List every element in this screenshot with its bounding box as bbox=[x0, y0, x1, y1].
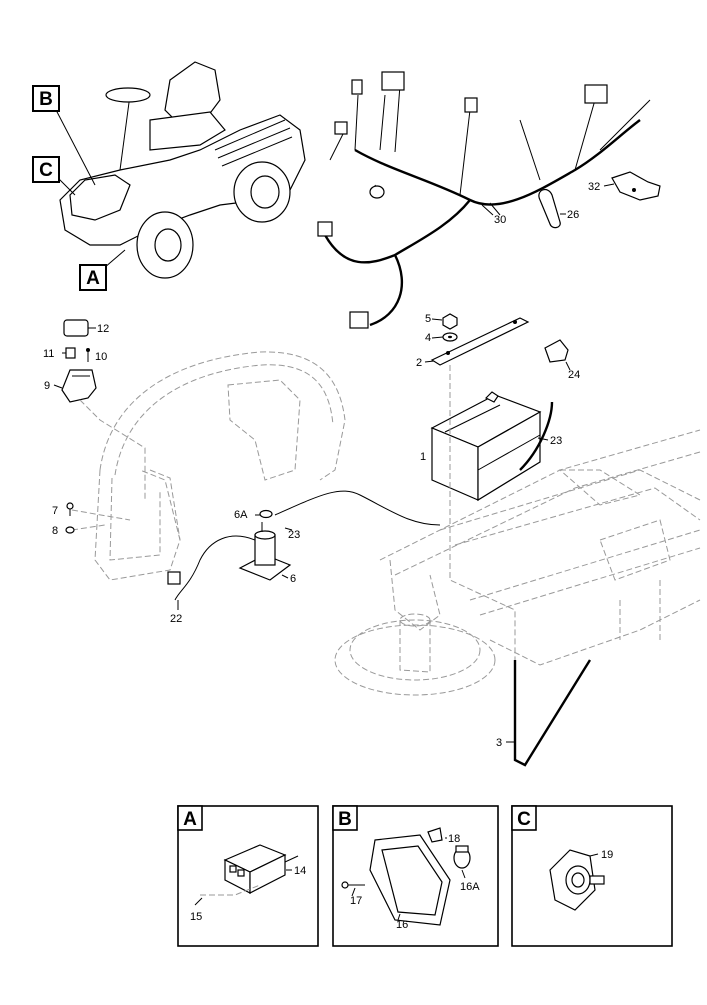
callout-18: 18 bbox=[448, 833, 460, 845]
callout-1: 1 bbox=[420, 451, 426, 463]
detail-panel-A: A bbox=[177, 805, 319, 947]
solenoid-6 bbox=[238, 522, 292, 581]
callout-box-B: B bbox=[32, 85, 60, 112]
callout-22: 22 bbox=[170, 613, 182, 625]
callout-A-label: A bbox=[86, 268, 100, 289]
callout-16A: 16A bbox=[460, 881, 480, 893]
callout-10: 10 bbox=[95, 351, 107, 363]
terminal-cover-24 bbox=[544, 339, 571, 371]
washer-4 bbox=[442, 332, 458, 342]
hold-down-bar-2 bbox=[430, 317, 530, 366]
callout-26: 26 bbox=[567, 209, 579, 221]
callout-32: 32 bbox=[588, 181, 600, 193]
leader-23b bbox=[284, 527, 293, 531]
leader-4 bbox=[431, 336, 444, 339]
cable-tie-26 bbox=[538, 188, 566, 229]
callout-C-label: C bbox=[39, 160, 53, 181]
panel-B-label: B bbox=[338, 809, 352, 830]
chassis-frame-outline bbox=[334, 429, 701, 696]
cable-22 bbox=[174, 535, 256, 601]
callout-4: 4 bbox=[425, 332, 431, 344]
tractor-illustration bbox=[54, 61, 306, 279]
install-line-9 bbox=[79, 399, 146, 500]
callout-19: 19 bbox=[601, 849, 613, 861]
relay-12 bbox=[63, 319, 96, 337]
cable-to-battery bbox=[274, 490, 441, 526]
callout-box-C: C bbox=[32, 156, 60, 183]
callout-24: 24 bbox=[568, 369, 580, 381]
nut-6A bbox=[259, 509, 273, 519]
detail-panel-B: B bbox=[332, 805, 499, 947]
callout-9: 9 bbox=[44, 380, 50, 392]
socket-holder-9 bbox=[61, 369, 97, 403]
callout-5: 5 bbox=[425, 313, 431, 325]
leader-30 bbox=[481, 204, 494, 216]
callout-2: 2 bbox=[416, 357, 422, 369]
callout-B-label: B bbox=[39, 89, 53, 110]
bracket-32 bbox=[603, 171, 661, 201]
battery-cable-23 bbox=[519, 401, 554, 471]
install-line-rod bbox=[449, 365, 516, 660]
leader-23a bbox=[537, 437, 549, 441]
callout-23a: 23 bbox=[550, 435, 562, 447]
leader-5 bbox=[431, 318, 443, 321]
callout-23b: 23 bbox=[288, 529, 300, 541]
wire-harness bbox=[317, 71, 651, 329]
washer-8 bbox=[65, 526, 75, 534]
leader-6 bbox=[281, 574, 289, 579]
leader-2 bbox=[424, 360, 435, 363]
install-line-8 bbox=[71, 524, 106, 531]
connector-11 bbox=[65, 347, 76, 359]
callout-16: 16 bbox=[396, 919, 408, 931]
install-line-7 bbox=[71, 509, 131, 521]
callout-7: 7 bbox=[52, 505, 58, 517]
callout-6A: 6A bbox=[234, 509, 248, 521]
battery-1 bbox=[430, 391, 542, 502]
nut-5 bbox=[442, 313, 458, 330]
screw-7 bbox=[66, 502, 74, 516]
callout-17: 17 bbox=[350, 895, 362, 907]
panel-C-label: C bbox=[517, 809, 531, 830]
callout-12: 12 bbox=[97, 323, 109, 335]
pin-10 bbox=[86, 348, 90, 362]
callout-3: 3 bbox=[496, 737, 502, 749]
callout-15: 15 bbox=[190, 911, 202, 923]
callout-box-A: A bbox=[79, 264, 107, 291]
callout-8: 8 bbox=[52, 525, 58, 537]
callout-6: 6 bbox=[290, 573, 296, 585]
callout-11: 11 bbox=[43, 348, 54, 360]
callout-14: 14 bbox=[294, 865, 306, 877]
panel-A-label: A bbox=[183, 809, 197, 830]
rod-3 bbox=[513, 659, 592, 767]
connector-22 bbox=[167, 571, 181, 585]
leader-9 bbox=[53, 384, 63, 389]
callout-30: 30 bbox=[494, 214, 506, 226]
fender-outline bbox=[94, 351, 346, 581]
detail-panel-C: C bbox=[511, 805, 673, 947]
